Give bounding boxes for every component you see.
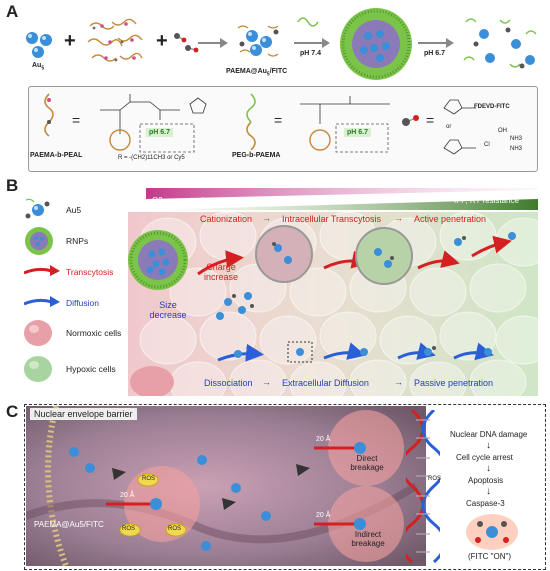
polymer-structure-2-icon <box>300 96 390 153</box>
size-decrease-label: Size decrease <box>149 300 187 320</box>
lipoic-structure-1-icon <box>443 99 476 115</box>
legend-hypoxic: Hypoxic cells <box>66 364 116 374</box>
vessel-rnp-icon <box>128 230 188 290</box>
step-cell-cycle: Cell cycle arrest <box>456 453 513 462</box>
panelB-arrows <box>197 225 516 363</box>
o2-concentration-label: O2 concentration <box>152 196 213 205</box>
arrow-ph74 <box>294 38 330 48</box>
panel-c-conjugate-label: PAEMA@Au5/FITC <box>34 520 104 529</box>
distance-1: 20 Å <box>120 492 135 499</box>
dna-helix-icon <box>406 410 440 564</box>
top-flow-arrow-1: → <box>262 213 271 223</box>
step-arrow-1: ↓ <box>486 440 491 451</box>
ph74-label: pH 7.4 <box>300 50 322 57</box>
panel-c-title: Nuclear envelope barrier <box>30 408 137 420</box>
pt-oh: OH <box>498 128 507 134</box>
top-flow-1: Cationization <box>200 214 253 224</box>
ros-label-4: ROS <box>428 476 442 482</box>
peg-paema-label: PEG-b-PAEMA <box>232 152 281 159</box>
ph67-label: pH 6.7 <box>424 50 446 57</box>
legend-rnps: RNPs <box>66 236 89 246</box>
bottom-flow-arrow-2: → <box>394 377 403 387</box>
fitc-dye-icon <box>174 33 199 53</box>
ph-box-1: pH 6.7 <box>146 128 174 137</box>
pt-nh3b: NH3 <box>510 146 523 152</box>
au5-label: Au5 <box>32 62 45 72</box>
pt-cl: Cl <box>484 142 490 148</box>
o2-gradient-bar <box>146 188 538 210</box>
direct-breakage-label: Direct breakage <box>350 454 384 472</box>
legend-hypoxic-icon <box>24 356 52 382</box>
paema-peal-label: PAEMA-b-PEAL <box>30 152 83 159</box>
peg-paema-structure-icon <box>246 93 256 150</box>
released-particles-icon <box>463 18 537 69</box>
panel-c-label: C <box>6 402 19 421</box>
bottom-flow-3: Passive penetration <box>414 378 494 388</box>
bottom-flow-1: Dissociation <box>204 378 253 388</box>
step-dna-damage: Nuclear DNA damage <box>450 430 528 439</box>
distance-3: 20 Å <box>316 512 331 519</box>
arrow-ph67 <box>418 38 454 48</box>
polymer-structure-1-icon <box>100 94 207 153</box>
equals-1: = <box>72 112 81 128</box>
legend-transcytosis-arrow-icon <box>24 265 60 276</box>
ros-label-3: ROS <box>122 526 136 532</box>
legend-normoxic: Normoxic cells <box>66 328 122 338</box>
step-apoptosis: Apoptosis <box>468 476 504 485</box>
arrow-a-1 <box>198 38 228 48</box>
paema-peal-structure-icon <box>44 93 54 137</box>
panel-a-label: A <box>6 2 19 21</box>
legend-au5: Au5 <box>66 205 82 215</box>
plus-sign-2: + <box>156 30 168 52</box>
r-definition: R = -(CH2)11CH3 or Cy5 <box>118 155 185 161</box>
legend-diffusion-arrow-icon <box>24 296 60 307</box>
normoxic-cell-icon <box>130 366 174 396</box>
green-polymer-icon <box>297 17 319 27</box>
conjugate-label: PAEMA@Au5/FITC <box>226 68 288 78</box>
legend-rnp-icon <box>25 227 53 255</box>
ros-label-1: ROS <box>142 476 156 482</box>
lipoic-structure-2-icon <box>443 139 476 155</box>
top-flow-2: Intracellular Transcytosis <box>282 214 382 224</box>
conjugate-icon <box>237 25 279 57</box>
ros-label-2: ROS <box>168 526 182 532</box>
bottom-flow-2: Extracellular Diffusion <box>282 378 369 388</box>
plus-sign-1: + <box>64 30 76 52</box>
panel-b-label: B <box>6 176 19 195</box>
legend-diffusion: Diffusion <box>66 298 99 308</box>
dye-dumbbell-icon <box>402 115 419 126</box>
rnp-nanoparticle-icon <box>340 8 412 80</box>
polymer-cluster-icon <box>87 18 143 62</box>
pt-nh3a: NH3 <box>510 136 523 142</box>
fitc-on-glow-icon <box>466 514 518 550</box>
equals-3: = <box>426 112 435 128</box>
bottom-flow-arrow-1: → <box>262 377 271 387</box>
step-arrow-3: ↓ <box>486 486 491 497</box>
step-caspase: Caspase-3 <box>466 499 505 508</box>
indirect-breakage-label: Indirect breakage <box>351 530 385 548</box>
top-flow-3: Active penetration <box>414 214 487 224</box>
au5-particles-icon <box>26 32 52 58</box>
ph-box-2: pH 6.7 <box>344 128 372 137</box>
equals-2: = <box>274 112 283 128</box>
fdevd-label: FDEVD-FITC <box>474 104 510 110</box>
legend-normoxic-icon <box>24 320 52 346</box>
or-label: or <box>446 124 452 130</box>
panel-c-frame <box>24 404 546 570</box>
charge-increase-label: Charge increase <box>203 262 239 282</box>
nucleus-background <box>26 406 426 566</box>
fitc-on-label: (FITC "ON") <box>468 552 512 561</box>
legend-au5-icon <box>25 198 50 219</box>
top-flow-arrow-2: → <box>394 213 403 223</box>
step-arrow-2: ↓ <box>486 463 491 474</box>
distance-2: 20 Å <box>316 436 331 443</box>
ifp-label: IFP, RT resistance <box>454 196 519 205</box>
legend-transcytosis: Transcytosis <box>66 267 114 277</box>
